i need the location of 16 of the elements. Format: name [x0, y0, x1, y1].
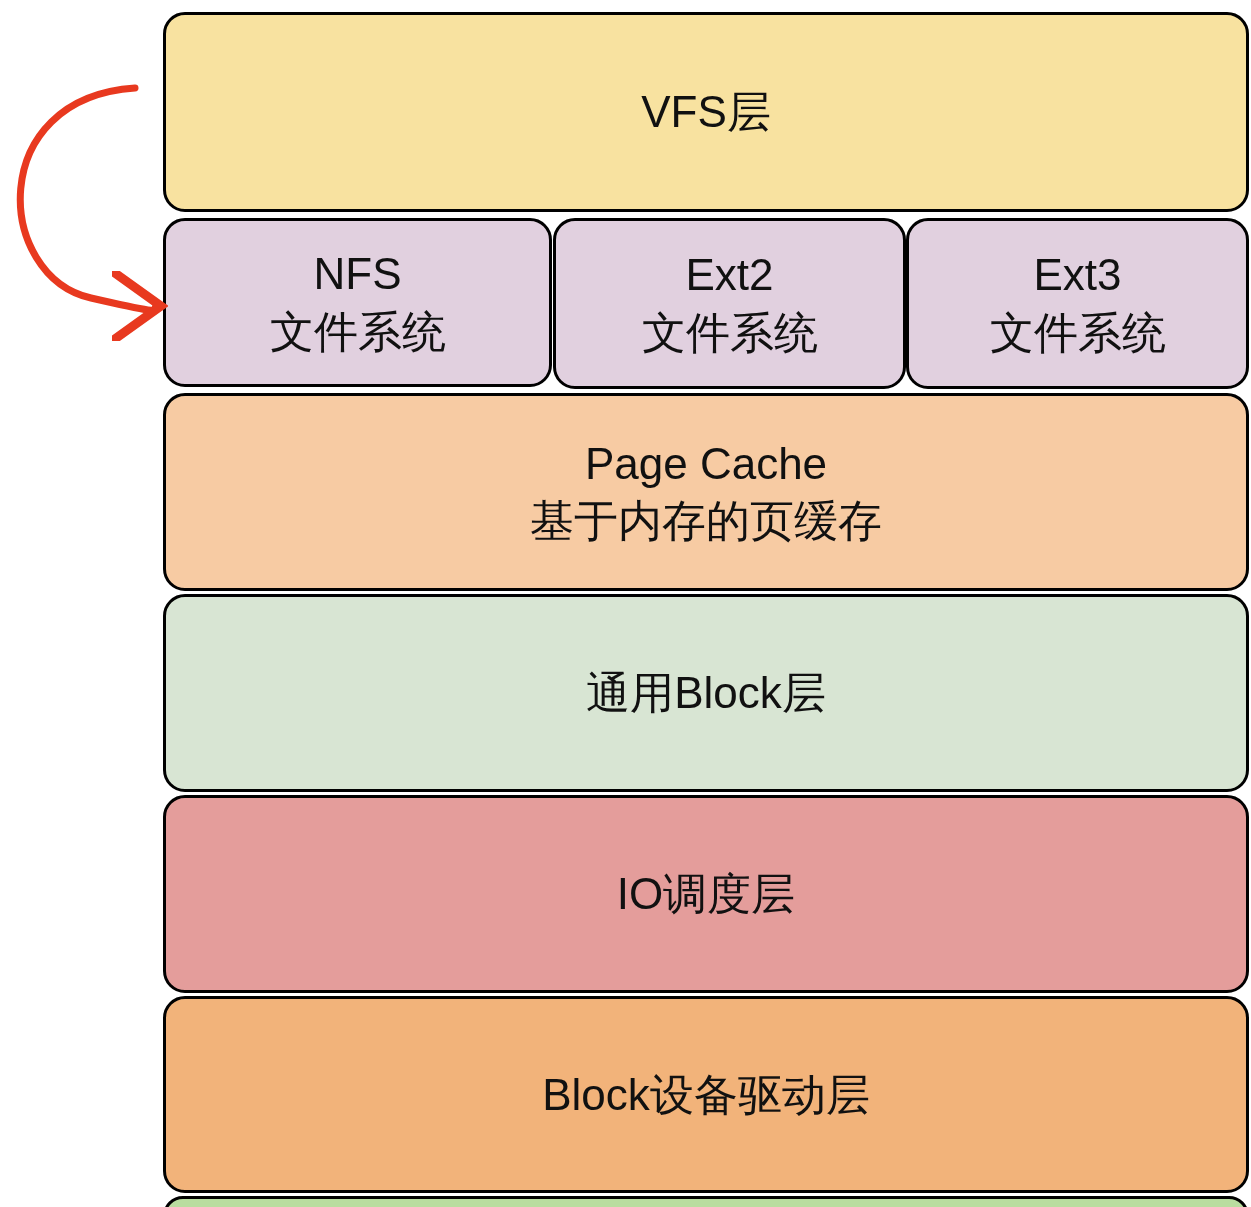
- layer-label: Ext2 文件系统: [640, 249, 819, 359]
- layer-label: Block设备驱动层: [542, 1068, 870, 1121]
- layer-label: 通用Block层: [586, 667, 826, 720]
- layer-box: [163, 218, 552, 387]
- layer-box: [553, 218, 906, 389]
- layer-box: [163, 795, 1249, 993]
- layer-label: Page Cache 基于内存的页缓存: [529, 437, 883, 547]
- layer-label: Ext3 文件系统: [988, 249, 1167, 359]
- layer-label: VFS层: [641, 86, 771, 139]
- layer-box: [163, 996, 1249, 1193]
- layer-box: [163, 594, 1249, 792]
- layer-label: IO调度层: [616, 868, 796, 921]
- layer-box: [163, 12, 1249, 212]
- layer-box: [163, 393, 1249, 591]
- layer-label: NFS 文件系统: [268, 248, 447, 358]
- layer-box: [906, 218, 1249, 389]
